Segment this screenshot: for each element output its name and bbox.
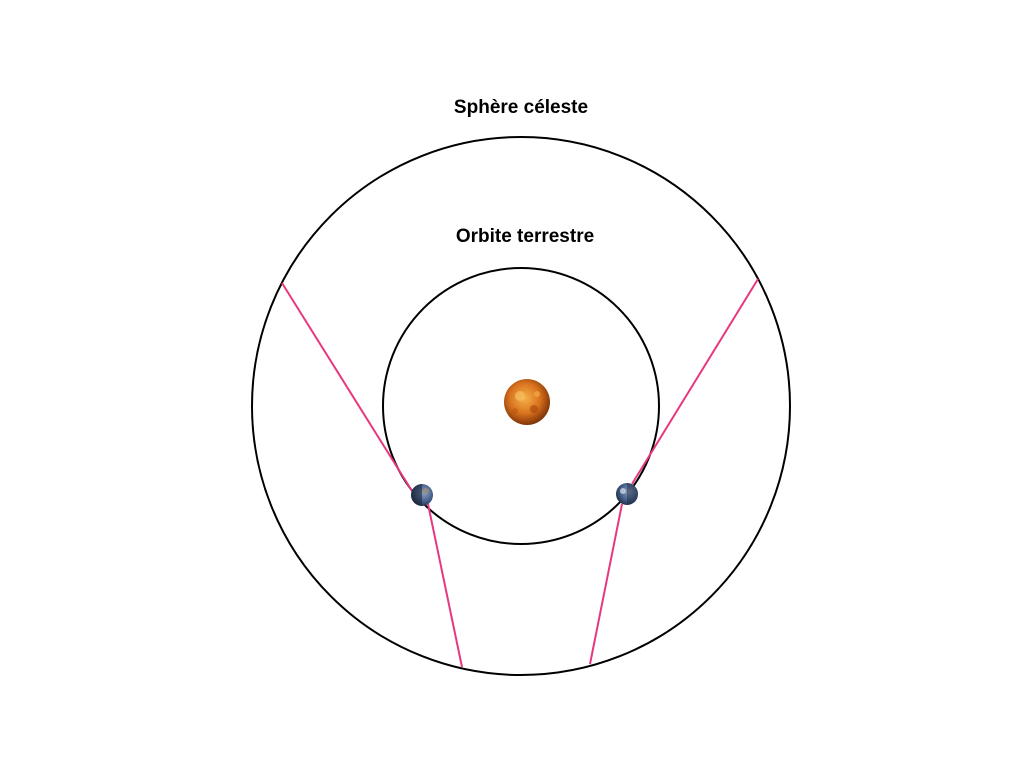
sight-line-left-lower — [427, 503, 463, 668]
earth-icon — [411, 484, 433, 506]
celestial-sphere-label: Sphère céleste — [453, 97, 589, 118]
celestial-sphere-circle — [251, 136, 791, 676]
earth-orbit-label: Orbite terrestre — [455, 226, 595, 247]
earth-orbit-circle — [382, 267, 660, 545]
earth-icon — [616, 483, 638, 505]
sight-line-right-upper — [631, 278, 759, 485]
sight-line-right-lower — [589, 503, 623, 665]
sun-icon — [504, 379, 550, 425]
sight-line-left-upper — [281, 282, 413, 492]
